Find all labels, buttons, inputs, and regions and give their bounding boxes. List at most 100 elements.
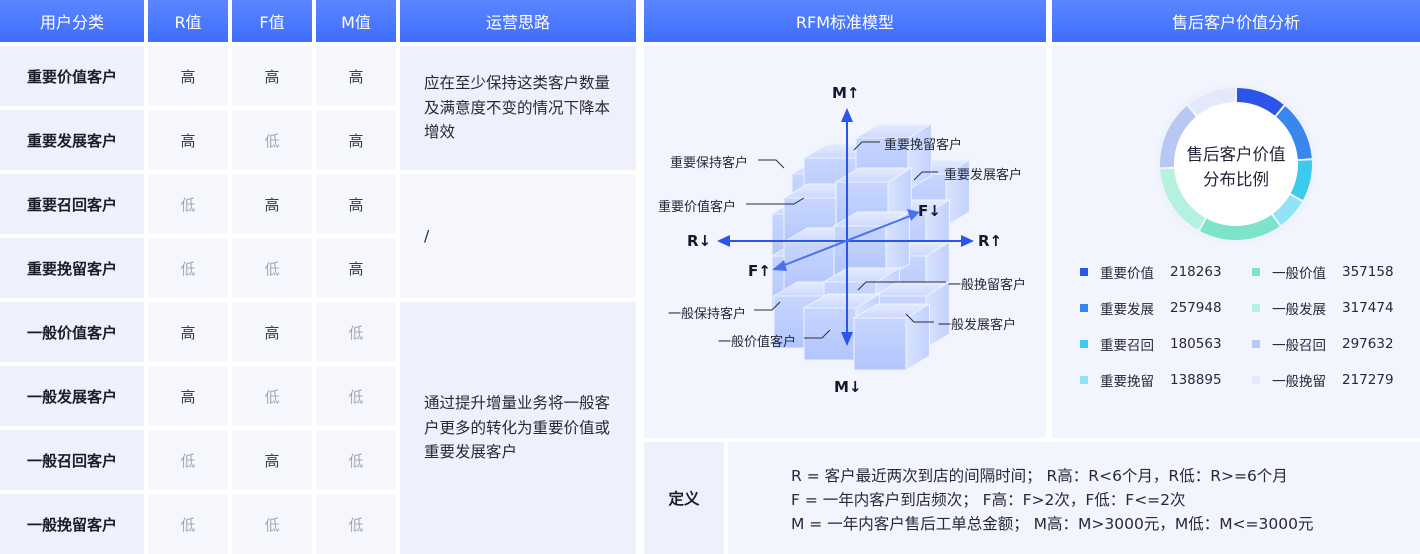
legend-value: 180563 [1170, 336, 1222, 352]
legend-label: 一般召回 [1272, 338, 1326, 354]
donut-slice-2 [1275, 106, 1312, 160]
label-general-keep: 一般保持客户 [668, 307, 747, 322]
row-category-name: 一般价值客户 [0, 302, 144, 362]
row-m-value: 高 [316, 46, 396, 106]
donut-center-line1: 售后客户价值 [1186, 145, 1286, 164]
legend-label: 重要召回 [1100, 338, 1154, 354]
definition-r: R = 客户最近两次到店的间隔时间； R高：R<6个月，R低：R>=6个月 [791, 467, 1288, 485]
row-r-value: 低 [148, 174, 228, 234]
legend-swatch [1252, 376, 1260, 384]
row-category-name: 重要价值客户 [0, 46, 144, 106]
row-r-value: 高 [148, 302, 228, 362]
donut-center-text: 售后客户价值 分布比例 [1156, 142, 1316, 192]
row-m-value: 低 [316, 430, 396, 490]
axis-f-down: F↓ [918, 202, 941, 220]
legend-label: 一般价值 [1272, 266, 1326, 282]
definitions-title: 定义 [644, 442, 724, 554]
value-analysis-panel: 售后客户价值 分布比例 重要价值 218263 重要发展 257948 重要召回 1805… [1052, 46, 1420, 438]
row-r-value: 低 [148, 494, 228, 554]
legend-swatch [1252, 304, 1260, 312]
row-f-value: 低 [232, 366, 312, 426]
donut-center-line2: 分布比例 [1203, 170, 1269, 189]
row-r-value: 低 [148, 430, 228, 490]
strategy-general: 通过提升增量业务将一般客户更多的转化为重要价值或重要发展客户 [400, 302, 636, 554]
row-f-value: 低 [232, 494, 312, 554]
rfm-model-panel: M↑ M↓ R↓ R↑ F↑ F↓ 重要挽留客户 重要保持客户 重要发展客户 重… [644, 46, 1046, 438]
row-f-value: 高 [232, 174, 312, 234]
row-m-value: 高 [316, 238, 396, 298]
legend-item: 重要发展 257948 [1080, 298, 1222, 318]
row-m-value: 高 [316, 110, 396, 170]
row-f-value: 低 [232, 238, 312, 298]
legend-value: 218263 [1170, 264, 1222, 280]
donut-slice-4 [1272, 194, 1302, 226]
row-r-value: 高 [148, 366, 228, 426]
axis-r-up: R↑ [978, 232, 1003, 250]
header-value-analysis: 售后客户价值分析 [1052, 0, 1420, 42]
donut-slice-8 [1188, 88, 1236, 116]
legend-item: 重要挽留 138895 [1080, 370, 1222, 390]
legend-value: 317474 [1342, 300, 1394, 316]
donut-slice-3 [1290, 160, 1312, 201]
legend-value: 138895 [1170, 372, 1222, 388]
row-r-value: 低 [148, 238, 228, 298]
legend-label: 重要发展 [1100, 302, 1154, 318]
label-important-keep: 重要保持客户 [670, 156, 749, 171]
definition-f: F = 一年内客户到店频次； F高：F>2次，F低：F<=2次 [791, 491, 1186, 509]
row-m-value: 低 [316, 494, 396, 554]
legend-swatch [1080, 340, 1088, 348]
rfm-cube-diagram [717, 108, 974, 371]
label-general-value: 一般价值客户 [718, 335, 797, 350]
legend-swatch [1252, 268, 1260, 276]
legend-label: 一般发展 [1272, 302, 1326, 318]
legend-value: 297632 [1342, 336, 1394, 352]
legend-value: 257948 [1170, 300, 1222, 316]
donut-slice-5 [1200, 214, 1280, 240]
header-category: 用户分类 [0, 0, 144, 42]
row-category-name: 重要召回客户 [0, 174, 144, 234]
row-f-value: 高 [232, 430, 312, 490]
legend-item: 重要召回 180563 [1080, 334, 1222, 354]
axis-r-down: R↓ [687, 232, 712, 250]
row-r-value: 高 [148, 46, 228, 106]
header-m: M值 [316, 0, 396, 42]
row-m-value: 低 [316, 302, 396, 362]
label-general-develop: 一般发展客户 [938, 318, 1017, 333]
donut-slice-6 [1160, 168, 1206, 230]
donut-slice-7 [1160, 105, 1197, 168]
axis-m-up: M↑ [832, 84, 860, 102]
row-f-value: 高 [232, 302, 312, 362]
label-general-retain: 一般挽留客户 [948, 278, 1027, 293]
axis-f-up: F↑ [748, 262, 771, 280]
header-strategy: 运营思路 [400, 0, 636, 42]
legend-label: 重要价值 [1100, 266, 1154, 282]
legend-item: 一般发展 317474 [1252, 298, 1394, 318]
row-category-name: 重要发展客户 [0, 110, 144, 170]
row-category-name: 一般挽留客户 [0, 494, 144, 554]
definition-m: M = 一年内客户售后工单总金额； M高：M>3000元，M低：M<=3000元 [791, 515, 1314, 533]
header-rfm-model: RFM标准模型 [644, 0, 1046, 42]
row-m-value: 高 [316, 174, 396, 234]
axis-m-down: M↓ [834, 378, 862, 396]
strategy-important-value: 应在至少保持这类客户数量及满意度不变的情况下降本增效 [400, 46, 636, 170]
donut-chart [1155, 83, 1317, 245]
row-m-value: 低 [316, 366, 396, 426]
label-important-retain: 重要挽留客户 [884, 138, 963, 153]
legend-label: 重要挽留 [1100, 374, 1154, 390]
legend-swatch [1080, 268, 1088, 276]
row-f-value: 低 [232, 110, 312, 170]
legend-swatch [1080, 304, 1088, 312]
legend-value: 217279 [1342, 372, 1394, 388]
label-important-develop: 重要发展客户 [944, 168, 1023, 183]
row-category-name: 一般发展客户 [0, 366, 144, 426]
legend-swatch [1080, 376, 1088, 384]
label-important-value: 重要价值客户 [658, 200, 737, 215]
header-r: R值 [148, 0, 228, 42]
definitions-panel: R = 客户最近两次到店的间隔时间； R高：R<6个月，R低：R>=6个月 F … [728, 442, 1420, 554]
row-r-value: 高 [148, 110, 228, 170]
header-f: F值 [232, 0, 312, 42]
row-category-name: 一般召回客户 [0, 430, 144, 490]
legend-item: 重要价值 218263 [1080, 262, 1222, 282]
